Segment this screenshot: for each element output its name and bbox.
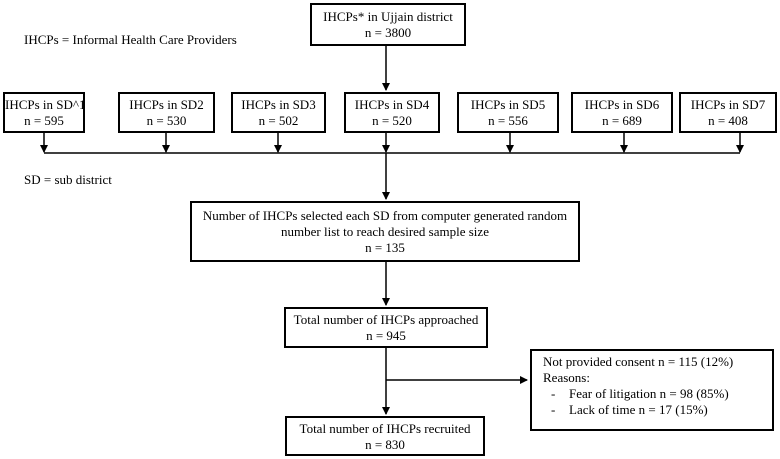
selection-text-2: number list to reach desired sample size <box>281 224 489 239</box>
sd-count: n = 408 <box>708 113 748 128</box>
recruited-count: n = 830 <box>365 437 405 452</box>
sd-node-4: IHCPs in SD4 n = 520 <box>344 92 440 133</box>
root-count: n = 3800 <box>364 25 412 40</box>
sd-node-1: IHCPs in SD^1 n = 595 <box>3 92 86 133</box>
sd-node-3: IHCPs in SD3 n = 502 <box>231 92 326 133</box>
recruited-node: Total number of IHCPs recruited n = 830 <box>285 416 485 456</box>
sd-count: n = 556 <box>488 113 528 128</box>
approached-count: n = 945 <box>366 328 406 343</box>
sd-count: n = 520 <box>372 113 412 128</box>
reason-dash: - <box>551 386 556 401</box>
root-title: IHCPs* in Ujjain district <box>323 9 453 24</box>
root-node-ujjain: IHCPs* in Ujjain district n = 3800 <box>310 3 466 46</box>
selection-node: Number of IHCPs selected each SD from co… <box>190 201 580 262</box>
sd-label: IHCPs in SD5 <box>470 97 546 112</box>
reason-text: Lack of time n = 17 (15%) <box>569 402 708 417</box>
legend-ihcp: IHCPs = Informal Health Care Providers <box>24 32 237 47</box>
selection-count: n = 135 <box>365 240 405 255</box>
reason-item: -Fear of litigation n = 98 (85%) <box>543 386 772 402</box>
sd-count: n = 595 <box>24 113 64 128</box>
approached-node: Total number of IHCPs approached n = 945 <box>284 307 488 348</box>
sd-label: IHCPs in SD3 <box>241 97 316 112</box>
selection-text-1: Number of IHCPs selected each SD from co… <box>202 208 568 223</box>
sd-node-5: IHCPs in SD5 n = 556 <box>457 92 559 133</box>
sd-node-7: IHCPs in SD7 n = 408 <box>679 92 777 133</box>
approached-title: Total number of IHCPs approached <box>293 312 479 327</box>
sd-label: IHCPs in SD2 <box>129 97 204 112</box>
sd-count: n = 530 <box>146 113 187 128</box>
sd-node-6: IHCPs in SD6 n = 689 <box>571 92 673 133</box>
recruited-title: Total number of IHCPs recruited <box>299 421 471 436</box>
sd-label: IHCPs in SD^1 <box>5 97 86 112</box>
sd-label: IHCPs in SD7 <box>690 97 766 112</box>
sd-count: n = 689 <box>602 113 642 128</box>
sd-node-2: IHCPs in SD2 n = 530 <box>118 92 215 133</box>
reasons-heading: Reasons: <box>543 370 590 385</box>
reason-text: Fear of litigation n = 98 (85%) <box>569 386 729 401</box>
exclusion-node: Not provided consent n = 115 (12%) Reaso… <box>530 349 774 431</box>
legend-sd: SD = sub district <box>24 172 112 187</box>
sd-label: IHCPs in SD4 <box>354 97 430 112</box>
exclusion-title: Not provided consent n = 115 (12%) <box>543 354 734 369</box>
reason-dash: - <box>551 402 556 417</box>
sd-label: IHCPs in SD6 <box>584 97 660 112</box>
sd-count: n = 502 <box>258 113 299 128</box>
reason-item: -Lack of time n = 17 (15%) <box>543 402 772 418</box>
